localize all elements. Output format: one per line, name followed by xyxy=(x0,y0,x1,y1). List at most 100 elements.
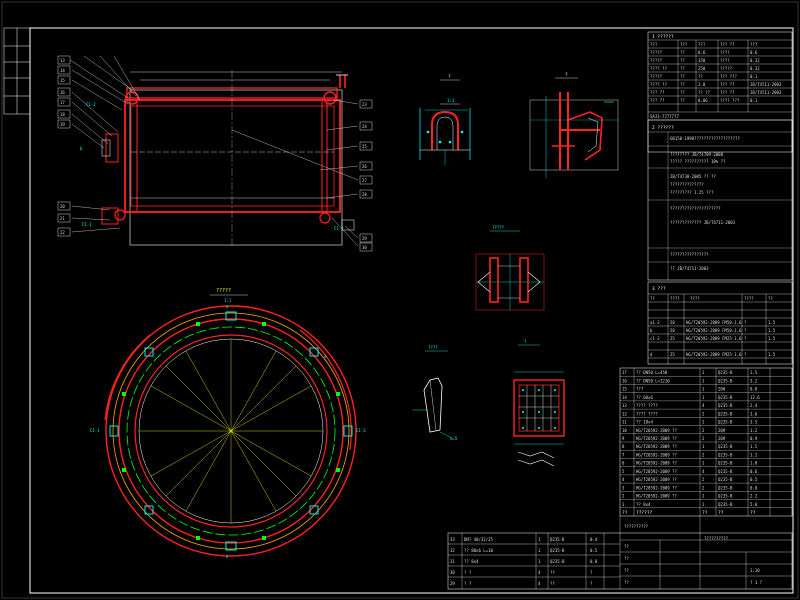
parts-cell: 1 xyxy=(538,548,541,553)
parts-cell: 1 xyxy=(538,559,541,564)
bom-cell: HG/T20592-2009 ?? xyxy=(636,452,678,457)
tech-cell: JB/T4711-2003 xyxy=(750,90,782,95)
detail-view-b: ? xyxy=(529,72,619,178)
tech-cell: ?? xyxy=(680,50,685,55)
balloon-label: 29 xyxy=(362,236,367,241)
balloon-label: 22 xyxy=(60,230,65,235)
nozzle-cell: c1-2 xyxy=(650,336,660,341)
balloon-label: 26 xyxy=(362,164,367,169)
nozzle-col: ???? xyxy=(690,296,700,301)
balloon-label: 23 xyxy=(362,102,367,107)
nozzle-table: 3 ??? ?? ???? ???? ???? ?? a1-2 50 HG/T2… xyxy=(647,281,793,365)
plan-view: ????? 1:1 xyxy=(90,288,366,559)
scale-value: 1:10 xyxy=(750,568,760,573)
balloon-label: 17 xyxy=(60,100,65,105)
bom-header-cell: ?? xyxy=(702,510,708,516)
tech-cell: ??? ?? xyxy=(650,90,665,95)
bom-cell: 15 xyxy=(622,387,627,392)
bom-cell: 0.8 xyxy=(750,485,758,490)
plan-nozzle-bottom: b xyxy=(226,554,229,559)
bom-cell: 1 xyxy=(702,387,705,392)
nozzle-label-c: C1-1 xyxy=(82,222,92,227)
nozzle-cell: HG/T20592-2009 FM25-1.6 xyxy=(686,352,742,357)
bom-cell: 20# xyxy=(718,436,726,441)
nozzle-col: ???? xyxy=(744,296,754,301)
bom-cell: Q235-B xyxy=(718,494,733,499)
tech-cell: ??? xyxy=(650,42,658,47)
tech-cell: ????? xyxy=(650,74,663,79)
parts-cell: 1 xyxy=(538,537,541,542)
bom-cell: 12.6 xyxy=(750,395,760,400)
balloon-label: 16 xyxy=(60,90,65,95)
tech-cell: ??? ??? xyxy=(720,74,737,79)
tech-table-header: 1 ?????? xyxy=(652,34,674,40)
bom-cell: 12 xyxy=(622,411,627,416)
parts-cell: 4 xyxy=(538,570,541,575)
balloon-label: 19 xyxy=(60,122,65,127)
tech-cell: ?? xyxy=(680,82,685,87)
bom-cell: 2.4 xyxy=(750,403,758,408)
bom-cell: 7 xyxy=(622,452,625,457)
note-line: ?? JB/T4711-2003 xyxy=(670,266,709,271)
bom-cell: Q235-B xyxy=(718,403,733,408)
bom-cell: 9 xyxy=(622,436,625,441)
nozzle-cell: HG/T20592-2009 FM25-1.6 xyxy=(686,336,742,341)
nozzle-cell: HG/T20592-2009 FM50-1.6 xyxy=(686,320,742,325)
bom-cell: 1 xyxy=(622,502,625,507)
tech-cell: ?? xyxy=(680,90,685,95)
bom-cell: 5.6 xyxy=(750,502,758,507)
plan-scale: 1:1 xyxy=(224,298,232,303)
bom-cell: 20# xyxy=(718,428,726,433)
parts-cell: Q235-B xyxy=(550,548,565,553)
tech-cell: ??? xyxy=(698,42,706,47)
bom-cell: 1 xyxy=(702,502,705,507)
tech-cell: ?? ?? xyxy=(698,90,711,95)
detail-d-title: ???? xyxy=(428,345,438,350)
note-line: ???????? JB/T4709-2000 xyxy=(670,152,724,157)
bom-cell: Q235-B xyxy=(718,452,733,457)
nozzle-cell: 1.5 xyxy=(768,320,776,325)
nozzle-cell: 25 xyxy=(670,336,675,341)
bom-cell: ?? DN50 L=2210 xyxy=(636,378,670,383)
parts-cell: DN? 40/32/25 xyxy=(464,537,493,542)
bom-cell: Q235-B xyxy=(718,395,733,400)
plan-title: ????? xyxy=(216,288,231,294)
bom-cell: 1.8 xyxy=(750,461,758,466)
bom-cell: 4 xyxy=(702,403,705,408)
tech-cell: ???? ?? xyxy=(650,82,667,87)
detail-view-a: ? 1:1 xyxy=(419,74,471,165)
balloon-label: 25 xyxy=(362,144,367,149)
bom-cell: 0.5 xyxy=(750,477,758,482)
title-block: ?????????? ?????????? ?? ?? ?? ?? 1:10 ?… xyxy=(447,516,793,590)
note-line: 2 ?????? xyxy=(652,125,674,131)
bom-cell: ???? ???? xyxy=(636,411,658,416)
tech-cell: ???? ??? xyxy=(720,98,740,103)
detail-a-title: ? xyxy=(448,74,451,80)
bom-cell: 2 xyxy=(702,477,705,482)
bom-cell: HG/T20592-2009 ?? xyxy=(636,461,678,466)
tech-cell: 0.6 xyxy=(698,50,706,55)
bom-cell: 16 xyxy=(622,378,627,383)
note-line: ????????????? JB/T4711-2003 xyxy=(670,220,736,225)
bom-cell: 1.5 xyxy=(750,444,758,449)
bom-cell: HG/T20592-2009 ?? xyxy=(636,477,678,482)
bom-cell: HG/T20592-2009 ?? xyxy=(636,469,678,474)
bom-cell: HG/T20592-2009 ?? xyxy=(636,428,678,433)
bom-cell: 20# xyxy=(718,387,726,392)
nozzle-cell: 50 xyxy=(670,320,675,325)
note-line: ????????? 1.25 ??? xyxy=(670,190,714,195)
parts-cell: ? ? xyxy=(464,570,472,575)
bom-cell: 2 xyxy=(702,436,705,441)
note-line: GB150-1998??????????????????? xyxy=(670,136,740,141)
bom-header-cell: ?? xyxy=(750,510,756,516)
nozzle-cell: d xyxy=(650,352,653,357)
bom-cell: 0.6 xyxy=(750,469,758,474)
bom-cell: HG/T20592-2009 ?? xyxy=(636,494,678,499)
tech-cell: ??? ?? xyxy=(650,98,665,103)
detail-view-d: ???? x=5 xyxy=(412,345,458,441)
parts-cell: ?? 80x6 L=10 xyxy=(464,548,493,553)
bom-cell: 0.9 xyxy=(750,436,758,441)
bom-cell: 5 xyxy=(622,469,625,474)
